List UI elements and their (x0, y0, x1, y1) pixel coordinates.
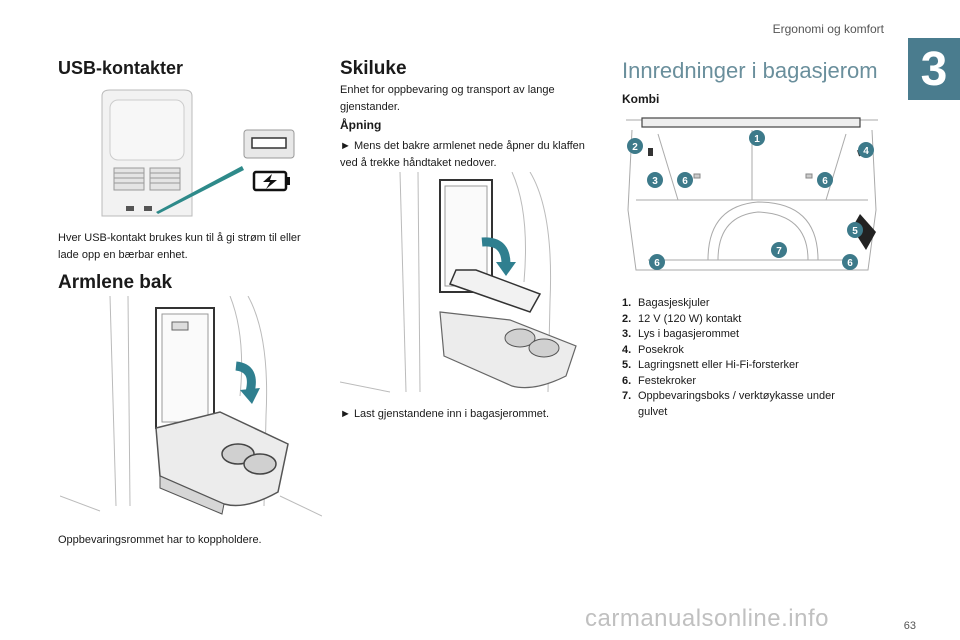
svg-text:6: 6 (847, 258, 853, 269)
chapter-number-tab: 3 (908, 38, 960, 100)
svg-text:6: 6 (654, 258, 660, 269)
callout-4: 4 (858, 142, 874, 158)
list-item: 3.Lys i bagasjerommet (622, 328, 740, 340)
usb-illustration (101, 89, 295, 217)
armrest-illustration (60, 296, 322, 517)
callout-5: 5 (847, 222, 863, 238)
watermark: carmanualsonline.info (585, 605, 829, 632)
svg-text:6: 6 (822, 176, 828, 187)
armrest-caption: Oppbevaringsrommet har to koppholdere. (58, 534, 262, 546)
list-item: 2.12 V (120 W) kontakt (622, 312, 742, 325)
callout-6-left-bottom: 6 (649, 254, 665, 270)
svg-text:3: 3 (652, 176, 658, 187)
ski-intro: Enhet for oppbevaring og transport av la… (340, 84, 555, 113)
callout-1: 1 (749, 130, 765, 146)
callout-2: 2 (627, 138, 643, 154)
list-item: 1.Bagasjeskjuler (622, 297, 710, 309)
ski-hatch-illustration (340, 172, 577, 393)
section-header: Ergonomi og komfort (772, 22, 884, 36)
boot-subtitle: Kombi (622, 92, 660, 106)
page-number: 63 (903, 620, 916, 632)
ski-step-1: ► Mens det bakre armlenet nede åpner du … (340, 140, 585, 169)
svg-text:6: 6 (682, 176, 688, 187)
usb-description: Hver USB-kontakt brukes kun til å gi str… (58, 232, 301, 261)
list-item: 4.Posekrok (622, 343, 684, 356)
svg-text:1: 1 (754, 134, 760, 145)
boot-legend-list: 1.Bagasjeskjuler 2.12 V (120 W) kontakt … (622, 296, 872, 420)
callout-6-right-bottom: 6 (842, 254, 858, 270)
list-item: 5.Lagringsnett eller Hi-Fi-forsterker (622, 359, 799, 371)
list-item: 7.Oppbevaringsboks / verktøykasse under … (622, 390, 835, 418)
usb-title: USB-kontakter (58, 58, 184, 78)
callout-7: 7 (771, 242, 787, 258)
armrest-title: Armlene bak (58, 272, 173, 293)
ski-title: Skiluke (340, 58, 407, 79)
callout-3: 3 (647, 172, 663, 188)
callout-6-left-top: 6 (677, 172, 693, 188)
boot-title: Innredninger i bagasjerom (622, 58, 878, 83)
svg-text:7: 7 (776, 246, 782, 257)
ski-step-2: ► Last gjenstandene inn i bagasjerommet. (340, 408, 550, 420)
callout-6-right-top: 6 (817, 172, 833, 188)
list-item: 6.Festekroker (622, 374, 697, 387)
svg-text:5: 5 (852, 226, 858, 237)
svg-text:4: 4 (863, 146, 869, 157)
ski-subtitle: Åpning (340, 118, 382, 132)
boot-illustration: 1 2 3 4 5 6 6 6 6 7 (626, 117, 878, 271)
svg-text:2: 2 (632, 142, 638, 153)
